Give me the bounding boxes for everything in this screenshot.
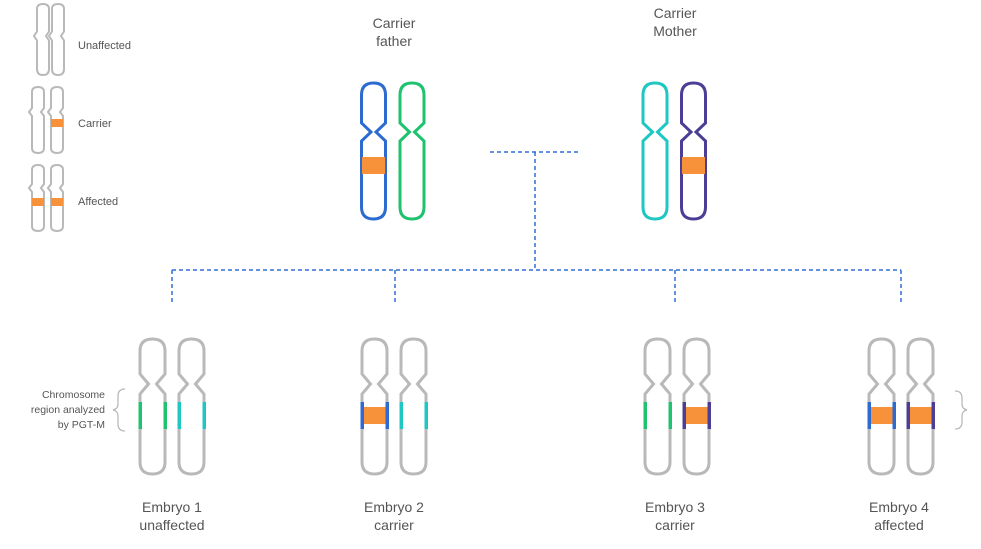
embryo-2: Embryo 2 carrier: [360, 337, 428, 533]
embryo-3-label-line1: Embryo 3: [645, 499, 705, 515]
marker-tick: [163, 402, 167, 429]
marker-tick: [931, 402, 935, 429]
inheritance-connector: [171, 151, 902, 303]
marker-tick: [177, 402, 181, 429]
embryo-4-chromosome-left: [867, 337, 896, 476]
embryo-3-chromosome-right: [682, 337, 711, 476]
embryo-4-label-line1: Embryo 4: [869, 499, 929, 515]
father-label-line2: father: [376, 33, 412, 49]
embryo-1-label-line2: unaffected: [139, 517, 204, 533]
embryo-3: Embryo 3 carrier: [643, 337, 711, 533]
embryo-1-label-line1: Embryo 1: [142, 499, 202, 515]
father-chromosome-green: [398, 81, 426, 221]
marker-tick: [399, 402, 403, 429]
mutation-band: [870, 407, 893, 424]
embryo-1-chromosome-right: [177, 337, 206, 476]
mutation-band: [51, 119, 63, 127]
embryo-2-label-line2: carrier: [374, 517, 414, 533]
embryo-3-chromosome-left: [643, 337, 672, 476]
marker-tick: [906, 402, 910, 429]
mutation-band: [362, 157, 385, 174]
embryo-2-chromosome-left: [360, 337, 389, 476]
mutation-band: [909, 407, 932, 424]
mutation-band: [51, 198, 63, 206]
mother-label-line2: Mother: [653, 23, 697, 39]
legend-carrier-chromosome-pair: [27, 85, 64, 155]
marker-tick: [707, 402, 711, 429]
embryo-3-label-line2: carrier: [655, 517, 695, 533]
legend-chromosome: [27, 85, 45, 155]
marker-tick: [202, 402, 206, 429]
mutation-band: [363, 407, 386, 424]
legend-chromosome: [32, 2, 50, 77]
legend-chromosome: [27, 163, 45, 233]
legend-label-unaffected: Unaffected: [78, 40, 131, 52]
marker-tick: [138, 402, 142, 429]
embryo-1-chromosome-left: [138, 337, 167, 476]
embryo-4-chromosome-right: [906, 337, 935, 476]
father-label-line1: Carrier: [373, 15, 416, 31]
marker-tick: [892, 402, 896, 429]
region-label-line3: by PGT-M: [58, 419, 105, 431]
legend-affected-chromosome-pair: [27, 163, 64, 233]
marker-tick: [360, 402, 364, 429]
legend: Unaffected Carrier Affected: [27, 2, 131, 233]
father-chromosome-pair: [360, 81, 426, 221]
embryo-2-label-line1: Embryo 2: [364, 499, 424, 515]
left-brace: [112, 388, 126, 432]
mother-chromosome-purple: [680, 81, 707, 221]
marker-tick: [643, 402, 647, 429]
mother-chromosome-pair: [641, 81, 707, 221]
region-label-line2: region analyzed: [31, 404, 105, 416]
legend-label-affected: Affected: [78, 196, 118, 208]
mutation-band: [32, 198, 44, 206]
right-brace: [954, 390, 968, 430]
father-chromosome-blue: [360, 81, 387, 221]
mother-chromosome-teal: [641, 81, 669, 221]
legend-chromosome: [46, 85, 64, 155]
embryo-1: Embryo 1 unaffected: [138, 337, 206, 533]
marker-tick: [385, 402, 389, 429]
marker-tick: [682, 402, 686, 429]
region-label-line1: Chromosome: [42, 389, 105, 401]
legend-chromosome: [46, 163, 64, 233]
legend-chromosome: [47, 2, 65, 77]
marker-tick: [424, 402, 428, 429]
marker-tick: [668, 402, 672, 429]
legend-label-carrier: Carrier: [78, 118, 112, 130]
mother-label-line1: Carrier: [654, 5, 697, 21]
legend-unaffected-chromosome-pair: [32, 2, 65, 77]
embryo-2-chromosome-right: [399, 337, 428, 476]
mutation-band: [685, 407, 708, 424]
embryo-4: Embryo 4 affected: [867, 337, 935, 533]
marker-tick: [867, 402, 871, 429]
mutation-band: [682, 157, 705, 174]
embryo-4-label-line2: affected: [874, 517, 924, 533]
